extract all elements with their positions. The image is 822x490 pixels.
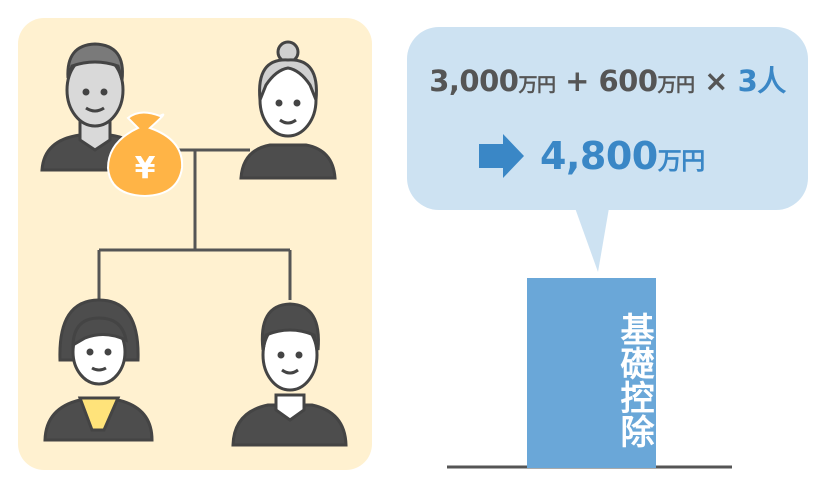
formula-text: 3,000万円 + 600万円 × 3人	[407, 58, 808, 100]
daughter-icon	[43, 298, 154, 442]
per-heir-amount: 600	[598, 64, 659, 98]
heirs-count: 3人	[737, 64, 787, 98]
family-tree-lines	[97, 148, 292, 300]
result-text: 4,800万円	[540, 134, 705, 178]
yen-symbol: ¥	[135, 151, 156, 186]
bar-label: 基礎控除	[614, 312, 654, 448]
times-sign: ×	[704, 64, 728, 98]
base-amount: 3,000	[429, 64, 519, 98]
plus-sign: +	[565, 64, 589, 98]
basic-deduction-bar: 基礎控除	[527, 278, 656, 468]
grandmother-icon	[239, 40, 337, 180]
result-unit: 万円	[657, 147, 706, 175]
son-icon	[231, 302, 348, 447]
unit: 万円	[657, 74, 696, 96]
right-arrow-icon	[479, 134, 524, 178]
result-amount: 4,800	[540, 134, 658, 178]
money-bag-icon: ¥	[106, 111, 184, 198]
unit: 万円	[518, 74, 556, 96]
